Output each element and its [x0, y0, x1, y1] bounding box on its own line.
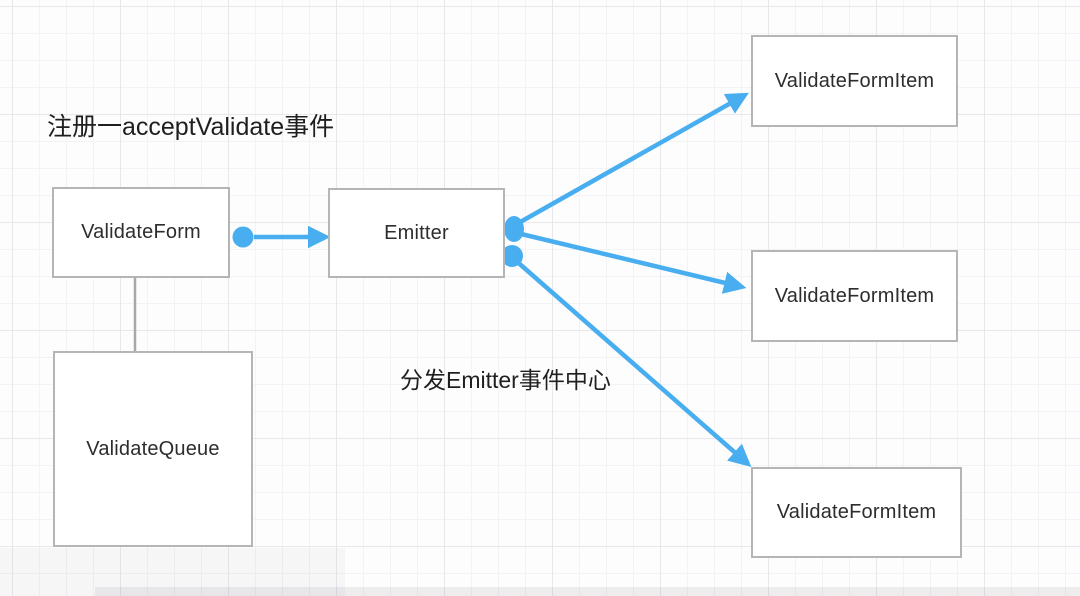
edge-source-dot-emitter-bottom[interactable] [501, 245, 523, 267]
node-emitter-label: Emitter [384, 221, 449, 244]
node-validate-queue[interactable]: ValidateQueue [53, 351, 253, 547]
node-validate-form-label: ValidateForm [81, 221, 201, 243]
node-validate-form-item-middle[interactable]: ValidateFormItem [751, 250, 958, 342]
node-emitter[interactable]: Emitter [328, 188, 505, 278]
bottom-edge-shading [95, 587, 1080, 596]
node-validate-form[interactable]: ValidateForm [52, 187, 230, 278]
edge-source-dot-validateform[interactable] [232, 226, 254, 248]
edge-emitter-formitem-middle[interactable] [516, 230, 747, 294]
node-validate-form-item-bottom-label: ValidateFormItem [776, 501, 937, 523]
bottom-left-shading [0, 548, 345, 596]
edge-emitter-formitem-top[interactable] [513, 92, 749, 227]
node-validate-form-item-bottom[interactable]: ValidateFormItem [751, 467, 962, 558]
node-validate-form-item-top[interactable]: ValidateFormItem [751, 35, 958, 127]
node-validate-queue-label: ValidateQueue [86, 437, 220, 460]
dispatch-event-note: 分发Emitter事件中心 [400, 367, 611, 393]
node-validate-form-item-top-label: ValidateFormItem [774, 69, 935, 92]
register-event-note: 注册一acceptValidate事件 [47, 113, 335, 141]
edge-emitter-formitem-bottom[interactable] [512, 257, 752, 467]
node-validate-form-item-middle-label: ValidateFormItem [774, 284, 935, 307]
edge-source-dot-emitter-top[interactable] [504, 216, 524, 242]
